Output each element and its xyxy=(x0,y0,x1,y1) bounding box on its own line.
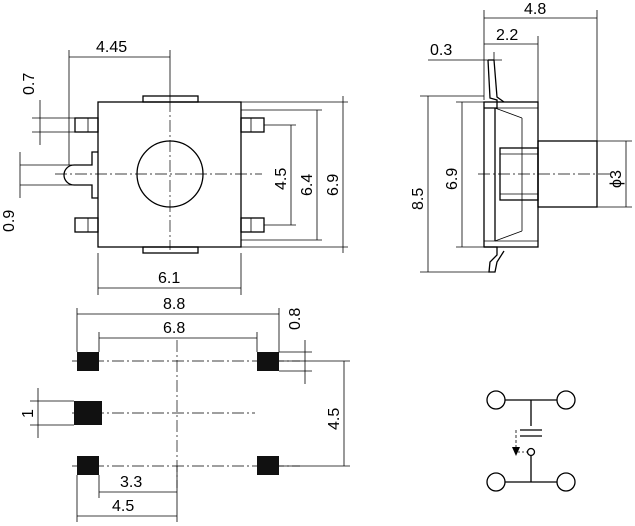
dim-outer-height: 6.9 xyxy=(325,174,342,196)
pad-top-right xyxy=(257,352,279,371)
top-view: 4.45 0.7 0.9 4.5 6.4 6.9 6.1 xyxy=(1,39,348,295)
dim-side-total: 4.8 xyxy=(524,1,546,18)
dim-inner-height: 4.5 xyxy=(273,168,290,190)
terminal-top-left xyxy=(486,390,506,410)
dim-lead-thickness: 0.3 xyxy=(430,42,452,59)
dim-side-height: 8.5 xyxy=(410,188,427,210)
switch-body-outline xyxy=(97,101,242,248)
pad-top-left xyxy=(77,352,99,371)
dim-plunger-dia: ϕ3 xyxy=(608,170,625,188)
footprint-view: 8.8 6.8 0.8 1 4.5 3.3 4.5 xyxy=(20,296,350,522)
pad-bottom-right xyxy=(257,456,279,475)
actuator-arrow-icon xyxy=(512,447,520,456)
dim-lead-offset: 2.2 xyxy=(496,27,518,44)
terminal-bottom-right xyxy=(556,472,576,492)
dim-lead-width: 0.9 xyxy=(1,210,18,232)
pin-bottom-right xyxy=(240,217,265,233)
dim-center-x: 3.3 xyxy=(120,474,142,491)
dim-body-height: 6.4 xyxy=(299,174,316,196)
dim-body-width: 6.1 xyxy=(158,270,180,287)
dim-pad-size: 1 xyxy=(20,409,37,418)
pad-center xyxy=(74,401,102,425)
bottom-lead xyxy=(484,246,505,273)
terminal-top-right xyxy=(556,390,576,410)
dim-pad-width: 0.8 xyxy=(287,308,304,330)
dim-pad-span: 8.8 xyxy=(163,296,185,313)
top-tab xyxy=(142,95,199,103)
side-view: 4.8 2.2 0.3 8.5 6.9 ϕ3 xyxy=(410,1,632,273)
dim-pad-inner: 6.8 xyxy=(163,320,185,337)
schematic-symbol xyxy=(486,390,576,492)
bottom-tab xyxy=(142,246,199,254)
pin-bottom-left xyxy=(74,217,99,233)
dim-top-width: 4.45 xyxy=(96,39,127,56)
dim-half-span: 4.5 xyxy=(112,498,134,515)
dim-side-body: 6.9 xyxy=(444,168,461,190)
dim-pad-pitch: 4.5 xyxy=(326,408,343,430)
pin-top-right xyxy=(240,117,265,133)
dim-pin-pitch: 0.7 xyxy=(21,73,38,95)
pin-top-left xyxy=(74,117,99,133)
terminal-bottom-left xyxy=(486,472,506,492)
pad-bottom-left xyxy=(77,456,99,475)
side-body xyxy=(483,101,539,248)
